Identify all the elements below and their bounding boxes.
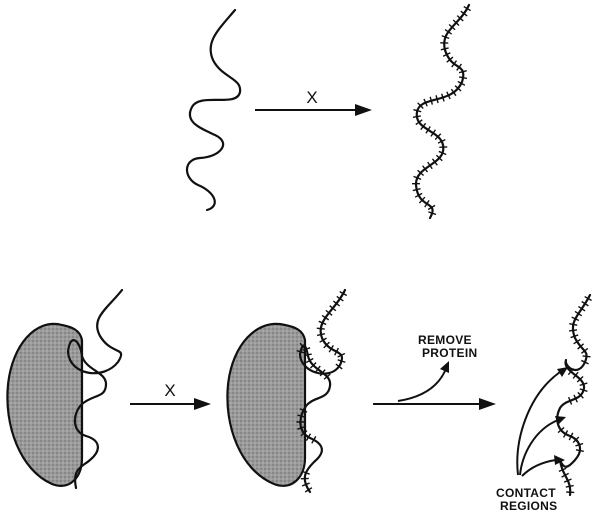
modified-dna-strand — [416, 5, 469, 218]
modification-mark — [441, 48, 449, 50]
modification-mark — [576, 450, 584, 451]
free-dna-strand — [187, 10, 240, 210]
modification-mark — [459, 77, 467, 78]
modification-mark — [413, 189, 421, 191]
protein-dna-complex-2 — [227, 290, 346, 492]
modification-mark — [436, 95, 438, 103]
modification-mark — [569, 324, 577, 325]
remove-protein-arrow — [373, 361, 496, 410]
modification-mark — [459, 71, 467, 73]
modification-mark — [566, 486, 574, 488]
modification-mark — [317, 334, 325, 336]
reagent-x-label: X — [306, 88, 317, 107]
modification-mark — [413, 110, 421, 112]
modification-mark — [583, 356, 591, 357]
remove-protein-label-2: PROTEIN — [422, 346, 477, 360]
protein-body-2 — [227, 324, 305, 486]
modification-mark — [569, 330, 577, 331]
reagent-x-label-bottom: X — [164, 381, 175, 400]
contact-regions-label: CONTACT — [496, 486, 556, 500]
modification-mark — [317, 328, 325, 329]
protected-dna-strand — [300, 290, 345, 492]
remove-protein-label: REMOVE — [418, 333, 472, 347]
contact-regions-label-2: REGIONS — [500, 499, 557, 513]
modification-marks-right — [558, 297, 592, 493]
contact-region-arrows — [517, 367, 568, 476]
top-row: X — [187, 5, 471, 218]
footprint-dna — [557, 295, 591, 495]
modification-mark — [413, 116, 421, 117]
modification-marks-top — [412, 7, 471, 215]
protein-body-1 — [7, 324, 82, 486]
protein-dna-complex-1 — [7, 290, 122, 488]
